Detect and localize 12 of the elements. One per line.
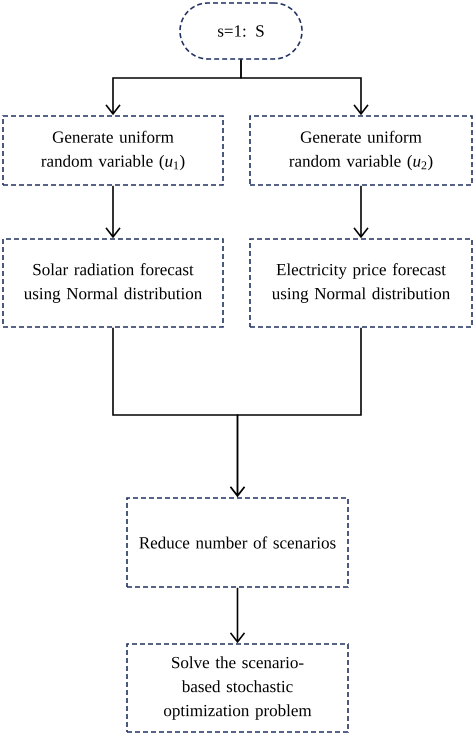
- arrow: [105, 186, 121, 238]
- process-box: Generate uniform random variable (u$_{1}$): [2, 115, 224, 186]
- start-terminal: s=1: S: [179, 2, 303, 60]
- process-box: Reduce number of scenarios: [126, 497, 349, 588]
- arrow: [230, 328, 362, 498]
- arrow: [230, 588, 246, 644]
- arrow: [353, 186, 369, 238]
- arrow: [240, 60, 369, 116]
- process-box: Solar radiation forecast using Normal distribution: [2, 238, 224, 328]
- process-box: Solve the scenario-based stochastic optimization problem: [126, 643, 349, 733]
- process-box: Generate uniform random variable (u$_{2}$): [249, 115, 473, 186]
- process-box: Electricity price forecast using Normal distribution: [249, 238, 473, 328]
